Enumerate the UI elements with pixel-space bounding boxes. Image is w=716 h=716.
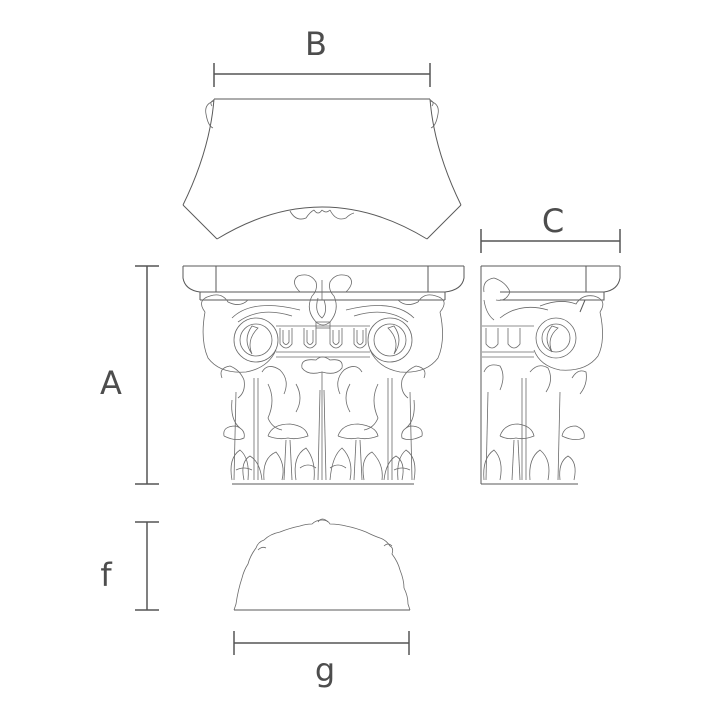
dimension-label-c: C: [541, 202, 565, 240]
abacus-plan-view: [182, 98, 462, 240]
dimension-label-f: f: [100, 556, 112, 594]
dimension-g: [233, 631, 410, 655]
dimension-b: [213, 63, 431, 87]
dimension-label-g: g: [314, 651, 336, 689]
rosette-profile: [233, 518, 411, 611]
dimension-c: [480, 229, 621, 253]
capital-front-elevation: [182, 265, 465, 485]
capital-side-elevation: [480, 265, 621, 485]
dimension-label-a: A: [100, 364, 122, 402]
dimension-label-b: B: [305, 25, 327, 63]
dimension-f: [135, 521, 159, 611]
dimension-a: [135, 265, 159, 485]
